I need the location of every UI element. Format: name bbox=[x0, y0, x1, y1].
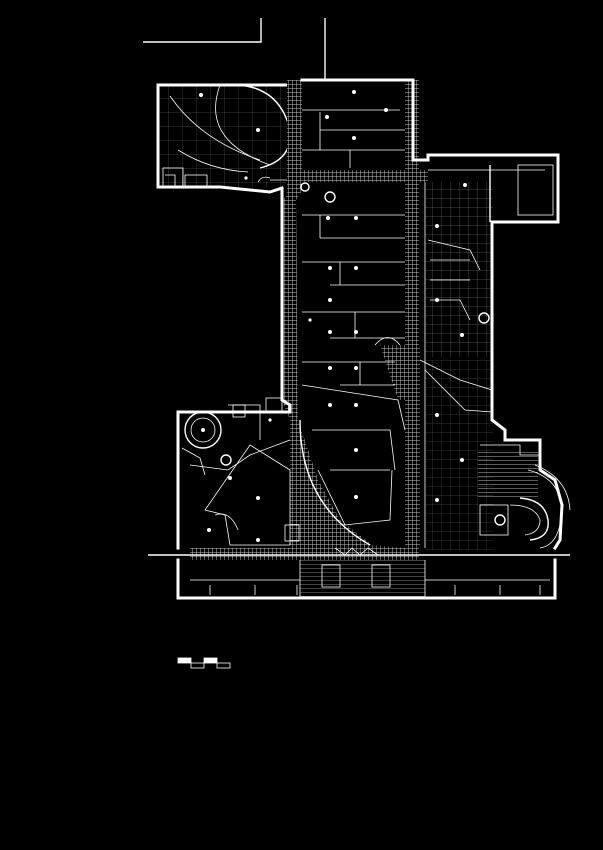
auditorium-seating bbox=[478, 444, 571, 549]
scale-bar bbox=[177, 657, 231, 669]
east-wing bbox=[411, 153, 564, 551]
street-level bbox=[148, 554, 570, 600]
paved-spine bbox=[190, 80, 428, 560]
scale-bar-segment bbox=[177, 657, 192, 664]
central-hall bbox=[299, 78, 415, 546]
entrance-stairs bbox=[300, 547, 425, 598]
scale-bar-segment bbox=[190, 662, 205, 669]
scale-bar-segment bbox=[216, 662, 231, 669]
plinth-columns bbox=[209, 585, 541, 595]
west-wing bbox=[176, 188, 300, 550]
site-boundary-lines bbox=[143, 18, 326, 80]
north-annex bbox=[156, 83, 295, 194]
scale-bar-segment bbox=[203, 657, 218, 664]
